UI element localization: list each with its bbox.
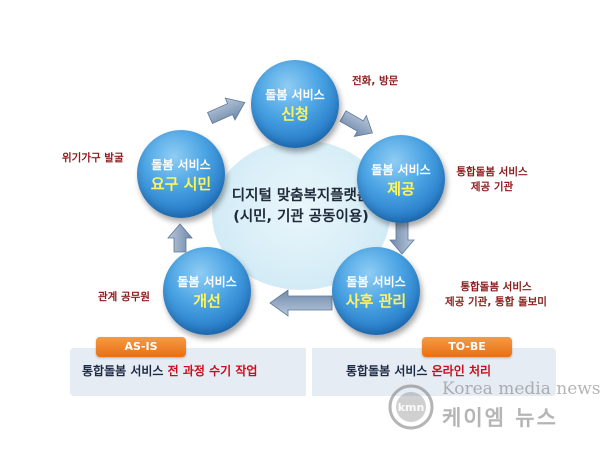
label-aftercare-line2: 제공 기관, 통합 돌보미 xyxy=(445,296,547,308)
arrow-request-to-apply xyxy=(207,97,246,125)
watermark-korean: 케이엠 뉴스 xyxy=(442,406,558,430)
node-aftercare-title: 돌봄 서비스 xyxy=(346,275,406,289)
arrow-aftercare-to-improve xyxy=(269,289,333,317)
to-be-text-emphasis: 온라인 처리 xyxy=(431,364,492,378)
watermark-english: Korea media news xyxy=(442,379,600,399)
platform-subtitle: (시민, 기관 공동이용) xyxy=(233,209,369,225)
label-provide: 통합돌봄 서비스 제공 기관 xyxy=(444,165,540,195)
node-request: 돌봄 서비스 요구 시민 xyxy=(137,130,225,218)
label-provide-line2: 제공 기관 xyxy=(470,181,514,193)
to-be-badge: TO-BE xyxy=(422,337,512,357)
as-is-text-emphasis: 전 과정 수기 작업 xyxy=(167,364,258,378)
label-improve: 관계 공무원 xyxy=(98,291,150,303)
label-apply: 전화, 방문 xyxy=(352,75,399,87)
label-aftercare-line1: 통합돌봄 서비스 xyxy=(460,281,532,293)
label-request: 위기가구 발굴 xyxy=(62,152,124,164)
kmn-logo-icon: kmn xyxy=(388,384,434,430)
node-provide-title: 돌봄 서비스 xyxy=(371,163,431,177)
node-aftercare: 돌봄 서비스 사후 관리 xyxy=(332,247,420,335)
to-be-text-plain: 통합돌봄 서비스 xyxy=(346,364,432,378)
label-provide-line1: 통합돌봄 서비스 xyxy=(456,166,528,178)
as-is-text: 통합돌봄 서비스 전 과정 수기 작업 xyxy=(82,362,257,379)
node-improve-step: 개선 xyxy=(193,292,221,310)
platform-title: 디지털 맞춤복지플랫폼 xyxy=(231,188,371,204)
node-improve: 돌봄 서비스 개선 xyxy=(163,247,251,335)
node-improve-title: 돌봄 서비스 xyxy=(177,275,237,289)
kmn-logo-text: kmn xyxy=(398,401,425,414)
node-request-step: 요구 시민 xyxy=(150,175,212,193)
label-aftercare: 통합돌봄 서비스 제공 기관, 통합 돌보미 xyxy=(432,280,560,310)
node-apply-step: 신청 xyxy=(281,105,309,123)
arrow-apply-to-provide xyxy=(339,110,373,137)
node-request-title: 돌봄 서비스 xyxy=(151,158,211,172)
node-apply-title: 돌봄 서비스 xyxy=(265,88,325,102)
arrow-improve-to-request xyxy=(167,223,193,253)
to-be-text: 통합돌봄 서비스 온라인 처리 xyxy=(346,362,491,379)
platform-label: 디지털 맞춤복지플랫폼 (시민, 기관 공동이용) xyxy=(190,186,412,228)
as-is-text-plain: 통합돌봄 서비스 xyxy=(82,364,168,378)
node-provide: 돌봄 서비스 제공 xyxy=(357,135,445,223)
as-is-badge: AS-IS xyxy=(96,337,186,357)
arrow-provide-to-aftercare xyxy=(389,221,415,255)
node-aftercare-step: 사후 관리 xyxy=(345,292,407,310)
node-apply: 돌봄 서비스 신청 xyxy=(251,60,339,148)
node-provide-step: 제공 xyxy=(387,180,415,198)
